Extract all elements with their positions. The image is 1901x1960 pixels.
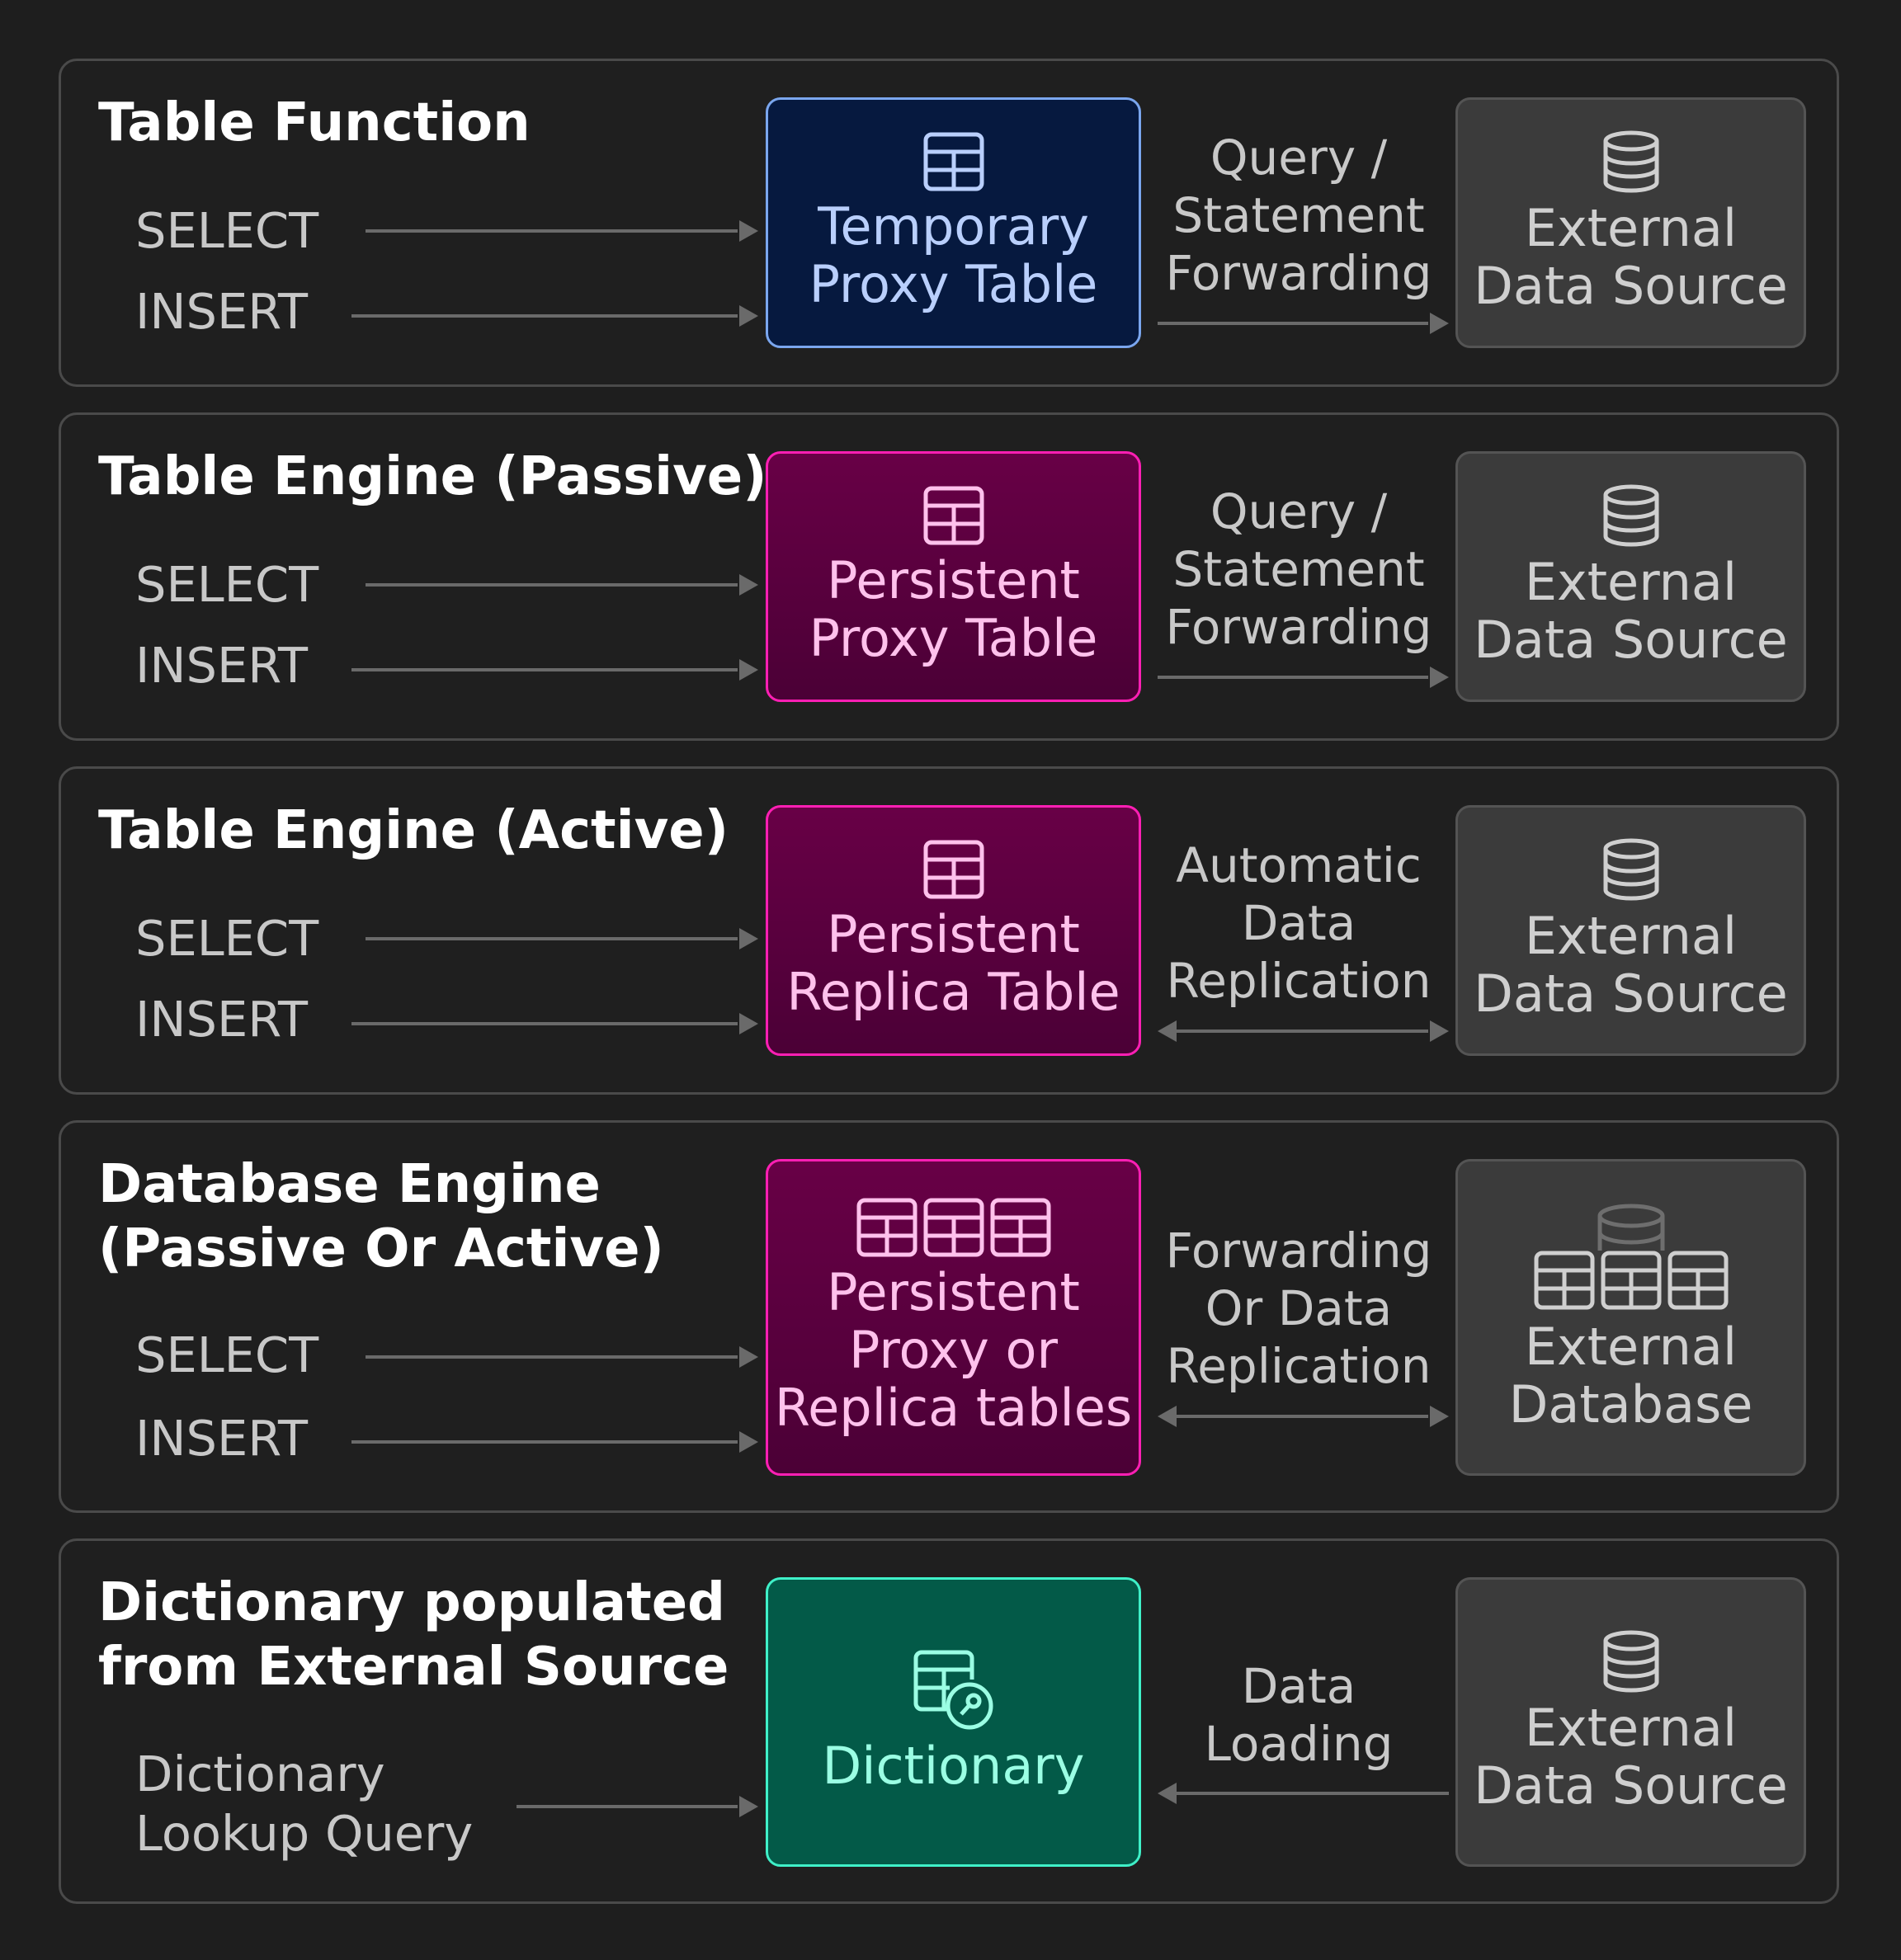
persistent-proxy-replica-tables-box: Persistent Proxy or Replica tables [766,1159,1141,1476]
table-icon [923,486,984,545]
replication-label: Automatic Data Replication [1166,837,1432,1009]
database-tables-icon [1534,1201,1729,1312]
select-arrow [366,1346,758,1368]
panel-table-engine-active: Table Engine (Active) SELECT INSERT Pers… [59,766,1839,1095]
insert-arrow [351,305,758,327]
op-select-label: SELECT [135,202,319,259]
data-loading-arrow [1158,1783,1449,1804]
forwarding-arrow [1158,667,1449,688]
external-database-box: External Database [1455,1159,1806,1476]
database-icon [1602,1630,1660,1693]
select-arrow [366,220,758,242]
multi-table-icon [856,1198,1051,1257]
external-data-source-box: External Data Source [1455,451,1806,702]
insert-arrow [351,1013,758,1034]
temporary-proxy-table-box: Temporary Proxy Table [766,97,1141,348]
panel-table-engine-passive: Table Engine (Passive) SELECT INSERT Per… [59,412,1839,741]
panel-table-function: Table Function SELECT INSERT Temporary P… [59,59,1839,387]
panel-title: Table Engine (Passive) [98,446,767,507]
panel-title: Database Engine (Passive Or Active) [98,1154,664,1279]
op-insert-label: INSERT [135,283,309,340]
center-box-label: Persistent Proxy Table [809,550,1098,668]
data-loading-label: Data Loading [1204,1658,1394,1772]
external-data-source-box: External Data Source [1455,805,1806,1056]
panel-database-engine: Database Engine (Passive Or Active) SELE… [59,1120,1839,1513]
external-box-label: External Data Source [1474,906,1788,1024]
center-box-label: Dictionary [822,1735,1085,1796]
op-insert-label: INSERT [135,1410,309,1467]
external-data-source-box: External Data Source [1455,1577,1806,1867]
database-icon [1602,484,1660,547]
op-select-label: SELECT [135,556,319,613]
persistent-replica-table-box: Persistent Replica Table [766,805,1141,1056]
center-box-label: Temporary Proxy Table [809,196,1098,314]
table-icon [923,132,984,191]
persistent-proxy-table-box: Persistent Proxy Table [766,451,1141,702]
dictionary-key-icon [913,1650,994,1731]
insert-arrow [351,659,758,681]
op-select-label: SELECT [135,1326,319,1383]
external-box-label: External Data Source [1474,552,1788,670]
lookup-arrow [517,1796,758,1817]
external-box-label: External Database [1508,1317,1753,1435]
forwarding-label: Query / Statement Forwarding [1165,130,1432,301]
op-insert-label: INSERT [135,637,309,694]
dictionary-box: Dictionary [766,1577,1141,1867]
insert-arrow [351,1431,758,1453]
panel-dictionary: Dictionary populated from External Sourc… [59,1538,1839,1904]
external-box-label: External Data Source [1474,198,1788,316]
external-data-source-box: External Data Source [1455,97,1806,348]
panel-title: Table Engine (Active) [98,800,729,861]
replication-label: Forwarding Or Data Replication [1165,1223,1432,1394]
external-box-label: External Data Source [1474,1697,1788,1816]
select-arrow [366,574,758,596]
forwarding-label: Query / Statement Forwarding [1165,483,1432,655]
center-box-label: Persistent Replica Table [786,904,1120,1022]
op-insert-label: INSERT [135,991,309,1048]
op-select-label: SELECT [135,910,319,967]
panel-title: Dictionary populated from External Sourc… [98,1572,729,1698]
op-lookup-label: Dictionary Lookup Query [135,1746,474,1862]
select-arrow [366,928,758,949]
bidirectional-arrow [1158,1406,1449,1427]
forwarding-arrow [1158,313,1449,334]
bidirectional-arrow [1158,1020,1449,1042]
database-icon [1602,130,1660,193]
panel-title: Table Function [98,92,531,153]
database-icon [1602,838,1660,901]
center-box-label: Persistent Proxy or Replica tables [774,1262,1133,1438]
table-icon [923,840,984,899]
